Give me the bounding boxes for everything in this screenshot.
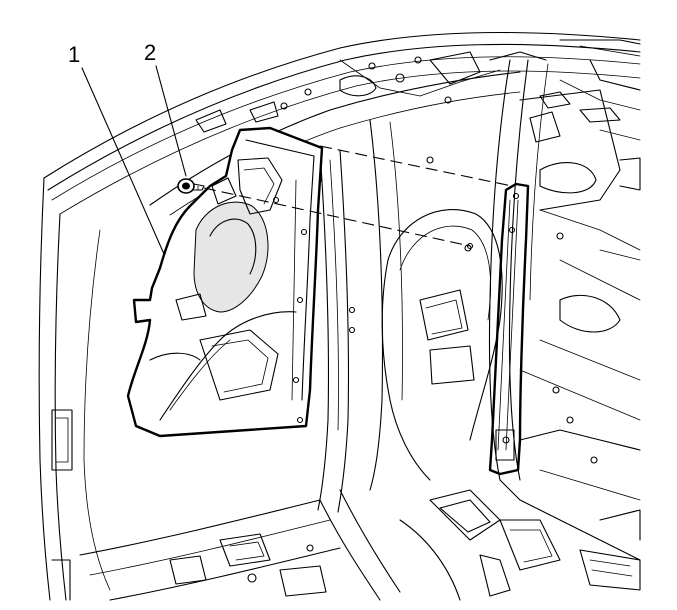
rear-trim-strip (488, 182, 530, 476)
callout-leaders (81, 65, 187, 255)
vehicle-body-structure (38, 31, 641, 601)
callout-2-label: 2 (144, 40, 156, 65)
wheelhouse-trim-panel (126, 126, 324, 438)
alignment-lines (203, 145, 513, 250)
push-pin-fastener (177, 178, 205, 194)
callout-1-label: 1 (68, 42, 80, 67)
